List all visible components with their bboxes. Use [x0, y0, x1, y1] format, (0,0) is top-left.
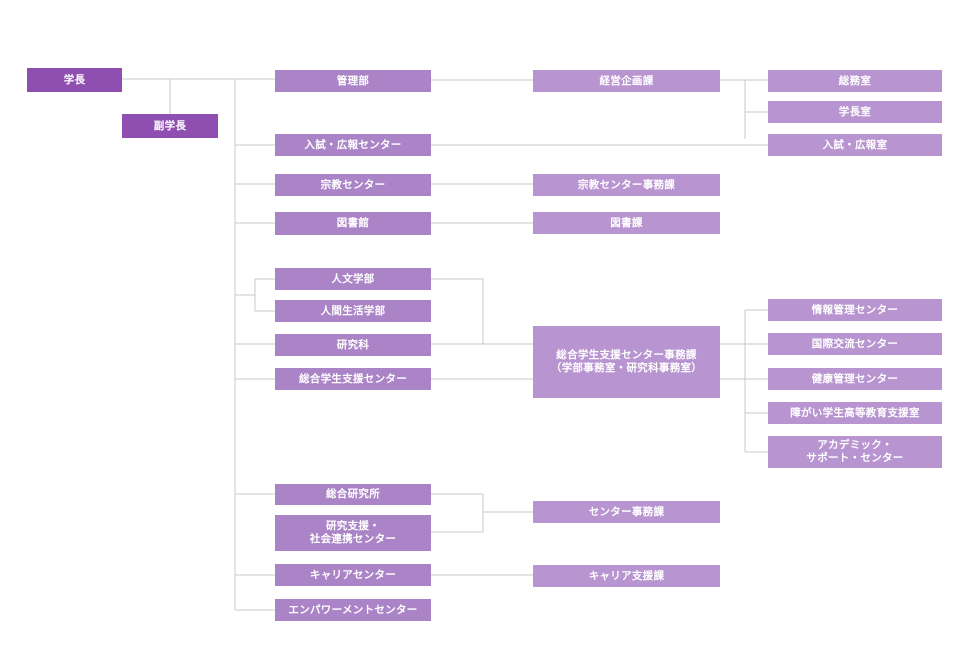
section-planning: 経営企画課 [533, 70, 720, 92]
office-international: 国際交流センター [768, 333, 942, 355]
office-president: 学長室 [768, 101, 942, 123]
dept-management: 管理部 [275, 70, 431, 92]
president-box: 学長 [27, 68, 122, 92]
office-general-affairs: 総務室 [768, 70, 942, 92]
dept-research-support: 研究支援・ 社会連携センター [275, 515, 431, 551]
office-admissions: 入試・広報室 [768, 134, 942, 156]
section-student-support-office: 総合学生支援センター事務課 （学部事務室・研究科事務室） [533, 326, 720, 398]
dept-admissions: 入試・広報センター [275, 134, 431, 156]
section-center-office: センター事務課 [533, 501, 720, 523]
dept-library: 図書館 [275, 212, 431, 235]
dept-graduate: 研究科 [275, 334, 431, 356]
dept-student-support: 総合学生支援センター [275, 368, 431, 390]
section-career-support: キャリア支援課 [533, 565, 720, 587]
dept-religion: 宗教センター [275, 174, 431, 196]
dept-human-life: 人間生活学部 [275, 300, 431, 322]
vice-president-box: 副学長 [122, 114, 218, 138]
section-library: 図書課 [533, 212, 720, 234]
dept-humanities: 人文学部 [275, 268, 431, 290]
dept-research-institute: 総合研究所 [275, 484, 431, 505]
office-academic-support: アカデミック・ サポート・センター [768, 436, 942, 468]
dept-empowerment: エンパワーメントセンター [275, 599, 431, 621]
office-health: 健康管理センター [768, 368, 942, 390]
section-religion-office: 宗教センター事務課 [533, 174, 720, 196]
office-it-management: 情報管理センター [768, 299, 942, 321]
office-disability-support: 障がい学生高等教育支援室 [768, 402, 942, 424]
dept-career: キャリアセンター [275, 564, 431, 586]
